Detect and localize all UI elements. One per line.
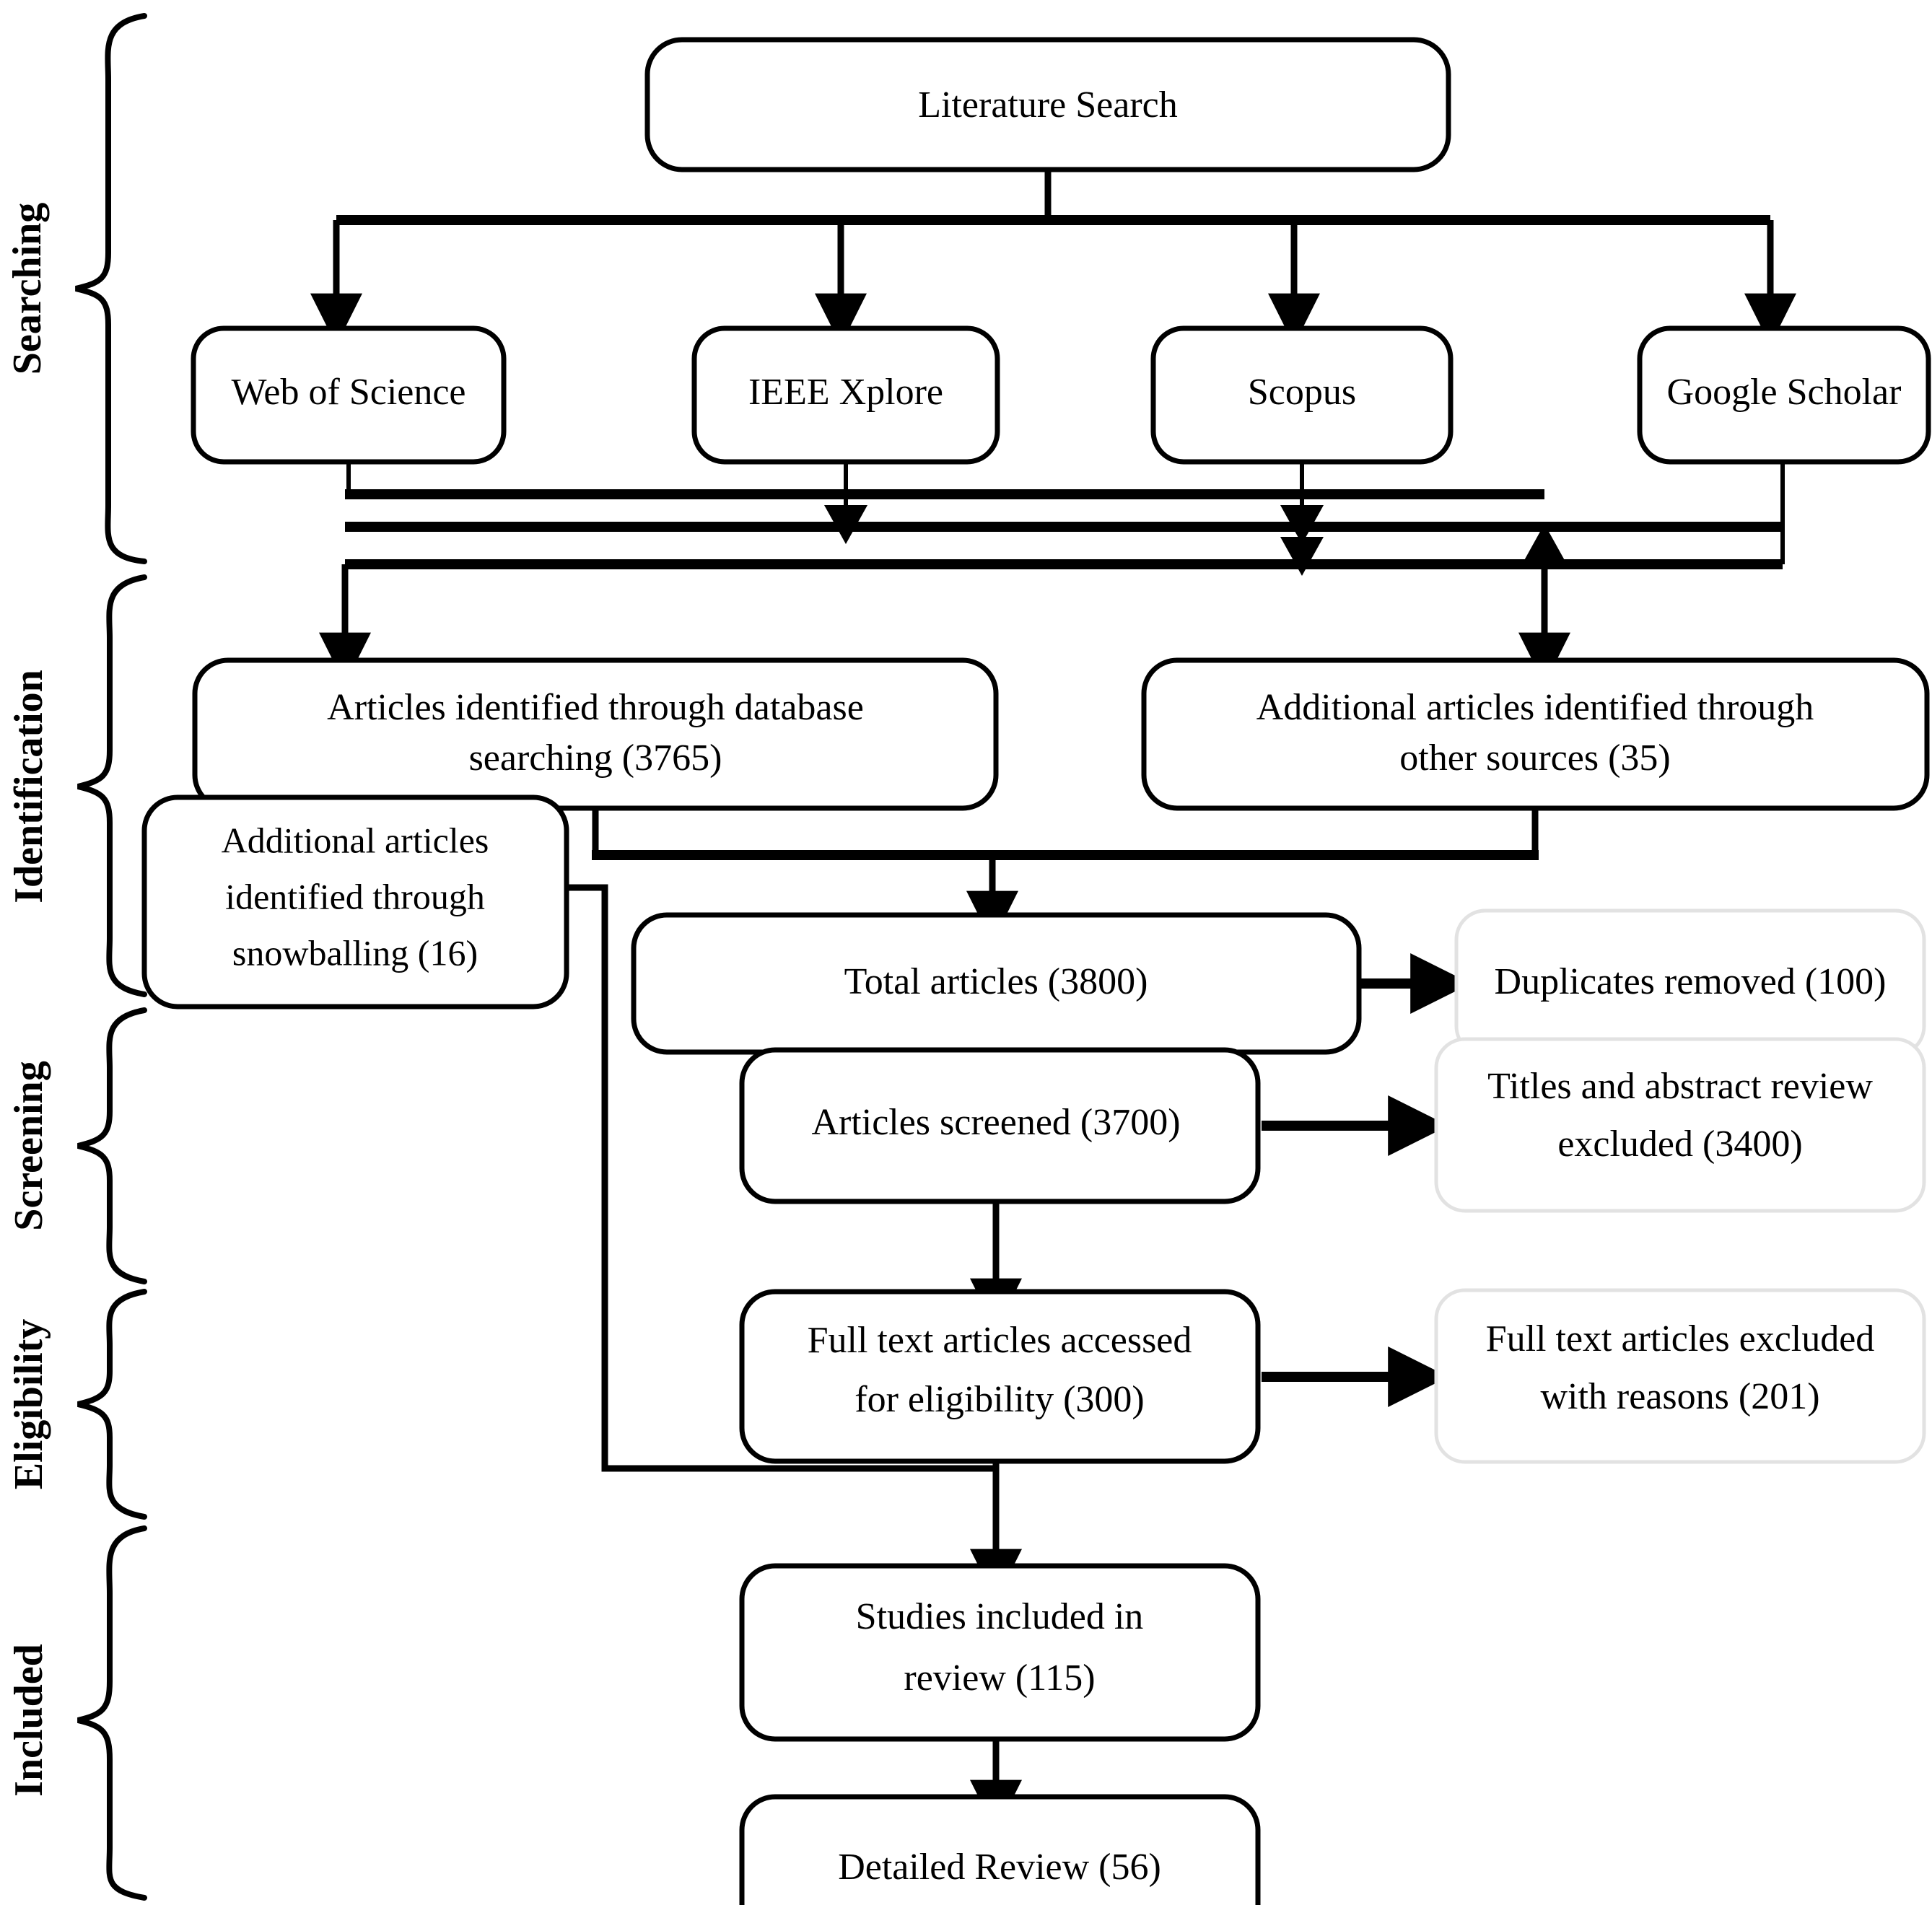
node-identified-snowballing-line2: identified through — [225, 876, 485, 916]
node-articles-screened[interactable] — [739, 1047, 1261, 1204]
node-identified-database-line2: searching (3765) — [469, 737, 722, 779]
node-identified-snowballing[interactable] — [141, 794, 569, 1010]
node-studies-included[interactable] — [739, 1563, 1261, 1742]
node-identified-other[interactable] — [1141, 657, 1930, 811]
node-titles-excluded-line1: Titles and abstract review — [1487, 1066, 1873, 1107]
node-identified-snowballing-line3: snowballing (16) — [232, 932, 478, 973]
node-scopus-label: Scopus — [1248, 372, 1356, 413]
node-full-text-accessed-line1: Full text articles accessed — [808, 1320, 1192, 1361]
node-titles-excluded-line2: excluded (3400) — [1557, 1124, 1802, 1165]
node-identified-other-line2: other sources (35) — [1399, 737, 1670, 779]
node-ieee-xplore-label: IEEE Xplore — [748, 372, 943, 413]
node-total-articles-label: Total articles (3800) — [844, 961, 1148, 1002]
node-web-of-science-label: Web of Science — [232, 372, 466, 413]
node-google-scholar-label: Google Scholar — [1667, 372, 1902, 413]
stage-label-identification: Identification — [6, 670, 51, 903]
stage-label-included: Included — [6, 1644, 51, 1797]
node-full-text-accessed[interactable] — [739, 1289, 1261, 1464]
node-identified-database[interactable] — [192, 657, 999, 811]
node-studies-included-line1: Studies included in — [856, 1596, 1144, 1637]
node-detailed-review-label: Detailed Review (56) — [838, 1847, 1161, 1888]
node-studies-included-line2: review (115) — [904, 1657, 1095, 1699]
stage-brace-included — [77, 1525, 147, 1901]
node-full-text-accessed-line2: for eligibility (300) — [854, 1379, 1144, 1420]
node-identified-snowballing-line1: Additional articles — [222, 820, 489, 860]
node-identified-database-line1: Articles identified through database — [327, 687, 864, 728]
stage-brace-searching — [75, 13, 147, 564]
node-titles-excluded[interactable] — [1434, 1037, 1926, 1213]
stage-label-screening: Screening — [6, 1061, 51, 1230]
node-articles-screened-label: Articles screened (3700) — [811, 1102, 1180, 1143]
stage-label-searching: Searching — [5, 203, 50, 375]
node-detailed-review[interactable] — [739, 1794, 1261, 1905]
connector-snowballing-route — [567, 884, 996, 1472]
node-literature-search-label: Literature Search — [918, 84, 1177, 126]
stage-brace-eligibility — [77, 1289, 147, 1520]
node-identified-other-line1: Additional articles identified through — [1256, 687, 1814, 728]
stage-label-eligibility: Eligibility — [6, 1319, 51, 1490]
node-full-text-excluded-line2: with reasons (201) — [1540, 1376, 1819, 1417]
stage-brace-screening — [77, 1007, 147, 1284]
node-duplicates-removed-label: Duplicates removed (100) — [1495, 961, 1887, 1002]
stage-brace-identification — [77, 574, 147, 997]
node-full-text-excluded[interactable] — [1434, 1288, 1926, 1464]
node-full-text-excluded-line1: Full text articles excluded — [1486, 1318, 1875, 1359]
